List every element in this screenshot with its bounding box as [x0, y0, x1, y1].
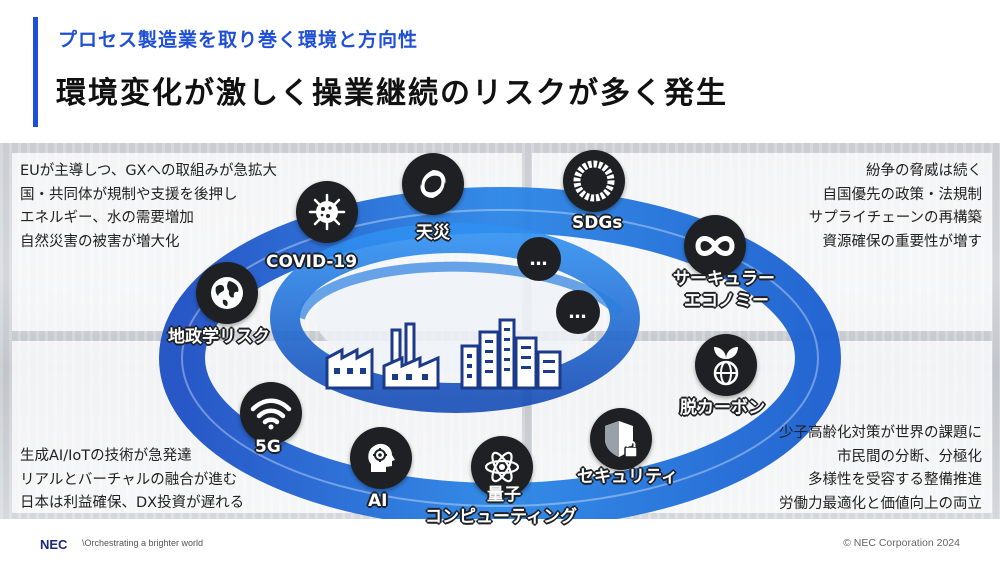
text-line: 資源確保の重要性が増す	[822, 233, 983, 250]
text-line: 国・共同体が規制や支援を後押し	[20, 186, 238, 203]
text-block-geopolitics: 紛争の脅威は続く 自国優先の政策・法規制 サプライチェーンの再構築 資源確保の重…	[809, 160, 982, 254]
decarbon-badge	[695, 334, 757, 396]
text-line: エネルギー、水の需要増加	[20, 210, 194, 226]
more-badge-1: …	[517, 237, 561, 281]
circular-economy-badge	[684, 215, 746, 277]
slide-subtitle: プロセス製造業を取り巻く環境と方向性	[58, 29, 419, 51]
text-line: 生成AI/IoTの技術が急発達	[20, 448, 192, 464]
more-badge-2: …	[556, 290, 600, 334]
quantum-label-2: コンピューティング	[425, 507, 577, 527]
text-block-technology: 生成AI/IoTの技術が急発達 リアルとバーチャルの融合が進む 日本は利益確保、…	[20, 445, 244, 516]
text-line: 自国優先の政策・法規制	[822, 186, 983, 203]
security-label: セキュリティ	[577, 467, 678, 487]
text-line: EUが主導しつ、GXへの取組みが急拡大	[20, 163, 277, 179]
circular-economy-label-2: エコノミー	[684, 291, 769, 311]
virus-icon	[308, 193, 346, 231]
disaster-badge	[402, 153, 464, 215]
text-line: 紛争の脅威は続く	[866, 163, 982, 179]
brand-tagline: \Orchestrating a brighter world	[82, 538, 204, 548]
shield-lock-icon	[605, 421, 638, 458]
covid-label: COVID-19	[266, 252, 358, 272]
text-line: 多様性を受容する整備推進	[808, 472, 982, 488]
fiveg-badge	[240, 382, 302, 444]
circular-economy-label-1: サーキュラー	[673, 269, 775, 289]
slide-title: 環境変化が激しく操業継続のリスクが多く発生	[56, 76, 728, 111]
typhoon-icon	[420, 170, 446, 198]
atom-icon	[484, 451, 520, 483]
ai-label: AI	[368, 491, 388, 511]
sdgs-wheel-icon	[573, 160, 615, 202]
sdgs-label: SDGs	[572, 213, 623, 233]
quantum-label-1: 量子	[487, 485, 521, 505]
factory-city-illustration	[325, 318, 562, 390]
city-icon	[460, 318, 562, 390]
accent-bar	[33, 17, 38, 127]
factory-icon	[325, 322, 440, 390]
covid-badge	[296, 181, 358, 243]
sdgs-badge	[563, 150, 625, 212]
quantum-badge	[471, 436, 533, 498]
geopolitics-label: 地政学リスク	[168, 327, 270, 347]
text-line: サプライチェーンの再構築	[808, 210, 982, 226]
text-block-environment: EUが主導しつ、GXへの取組みが急拡大 国・共同体が規制や支援を後押し エネルギ…	[20, 160, 277, 254]
text-line: 日本は利益確保、DX投資が遅れる	[20, 495, 245, 511]
text-line: 市民間の分断、分極化	[837, 448, 982, 465]
globe-icon	[211, 277, 243, 309]
infinity-icon	[695, 236, 735, 256]
text-block-society: 少子高齢化対策が世界の課題に 市民間の分断、分極化 多様性を受容する整備推進 労…	[779, 422, 982, 516]
disaster-label: 天災	[416, 223, 450, 243]
geopolitics-badge	[196, 262, 258, 324]
text-line: 自然災害の被害が増大化	[20, 233, 180, 250]
nec-logo: NEC	[40, 537, 68, 552]
security-badge	[590, 408, 652, 470]
text-line: 少子高齢化対策が世界の課題に	[779, 425, 982, 441]
ai-head-icon	[368, 443, 395, 472]
ai-badge	[350, 427, 412, 489]
wifi-icon	[250, 398, 292, 430]
decarbon-label: 脱カーボン	[680, 398, 765, 418]
sprout-globe-icon	[713, 347, 739, 386]
text-line: リアルとバーチャルの融合が進む	[20, 471, 238, 488]
copyright: © NEC Corporation 2024	[843, 537, 960, 549]
text-line: 労働力最適化と価値向上の両立	[779, 495, 982, 512]
fiveg-label: 5G	[255, 437, 281, 457]
